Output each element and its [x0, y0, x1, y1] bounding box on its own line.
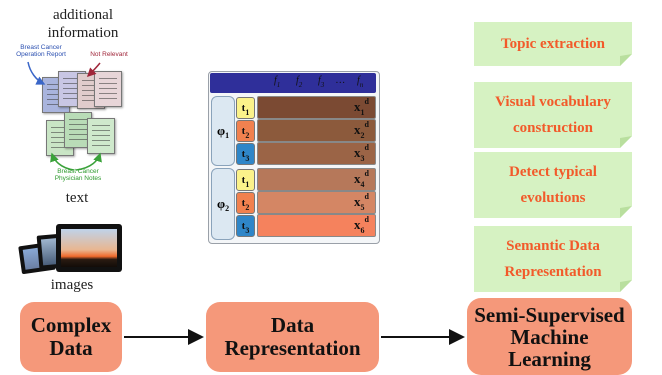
note-card: Topic extraction [474, 22, 632, 66]
document-page [87, 118, 115, 154]
text-label: text [65, 190, 89, 206]
time-cell: t3 [236, 143, 255, 165]
note-text: Visual vocabulary construction [495, 94, 611, 136]
documents-illustration: Breast Cancer Operation Report Not Relev… [0, 0, 150, 200]
physician-notes-label: Breast Cancer Physician Notes [54, 168, 102, 182]
time-cell: t2 [236, 120, 255, 142]
feature-label: f3 [318, 75, 325, 89]
feature-header: f1 f2 f3 … fn [210, 73, 376, 93]
complex-data-box: Complex Data [20, 302, 122, 372]
vector-label: x3d [354, 143, 369, 163]
note-card: Detect typical evolutions [474, 152, 632, 218]
feature-label: … [336, 75, 345, 86]
vector-label: x2d [354, 120, 369, 140]
vector-label: x6d [354, 215, 369, 235]
document-arrows [27, 61, 102, 171]
semi-supervised-box: Semi-Supervised Machine Learning [467, 298, 632, 375]
feature-label: f1 [274, 75, 281, 89]
feature-label: f2 [296, 75, 303, 89]
vector-label: x4d [354, 169, 369, 189]
note-card: Visual vocabulary construction [474, 82, 632, 148]
feature-vector-bar: x1d [257, 96, 376, 119]
data-representation-box: Data Representation [206, 302, 379, 372]
document-page [94, 71, 122, 107]
feature-vector-bar: x5d [257, 191, 376, 214]
vector-label: x5d [354, 192, 369, 212]
operation-report-label: Breast Cancer Operation Report [16, 44, 66, 58]
feature-label: fn [357, 75, 364, 89]
images-illustration [18, 222, 128, 278]
note-text: Detect typical evolutions [509, 164, 597, 206]
additional-information-label: additional information [47, 7, 119, 41]
time-cell: t2 [236, 192, 255, 214]
vector-label: x1d [354, 97, 369, 117]
feature-vector-bar: x4d [257, 168, 376, 191]
time-cell: t1 [236, 169, 255, 191]
note-card: Semantic Data Representation [474, 226, 632, 292]
feature-vector-bar: x6d [257, 214, 376, 237]
not-relevant-label: Not Relevant [90, 51, 128, 58]
photo-frame [56, 224, 122, 272]
feature-vector-bar: x3d [257, 142, 376, 165]
feature-vector-bar: x2d [257, 119, 376, 142]
time-cell: t1 [236, 97, 255, 119]
images-label: images [50, 277, 94, 293]
note-text: Semantic Data Representation [504, 238, 602, 280]
time-cell: t3 [236, 215, 255, 237]
note-text: Topic extraction [500, 36, 606, 52]
